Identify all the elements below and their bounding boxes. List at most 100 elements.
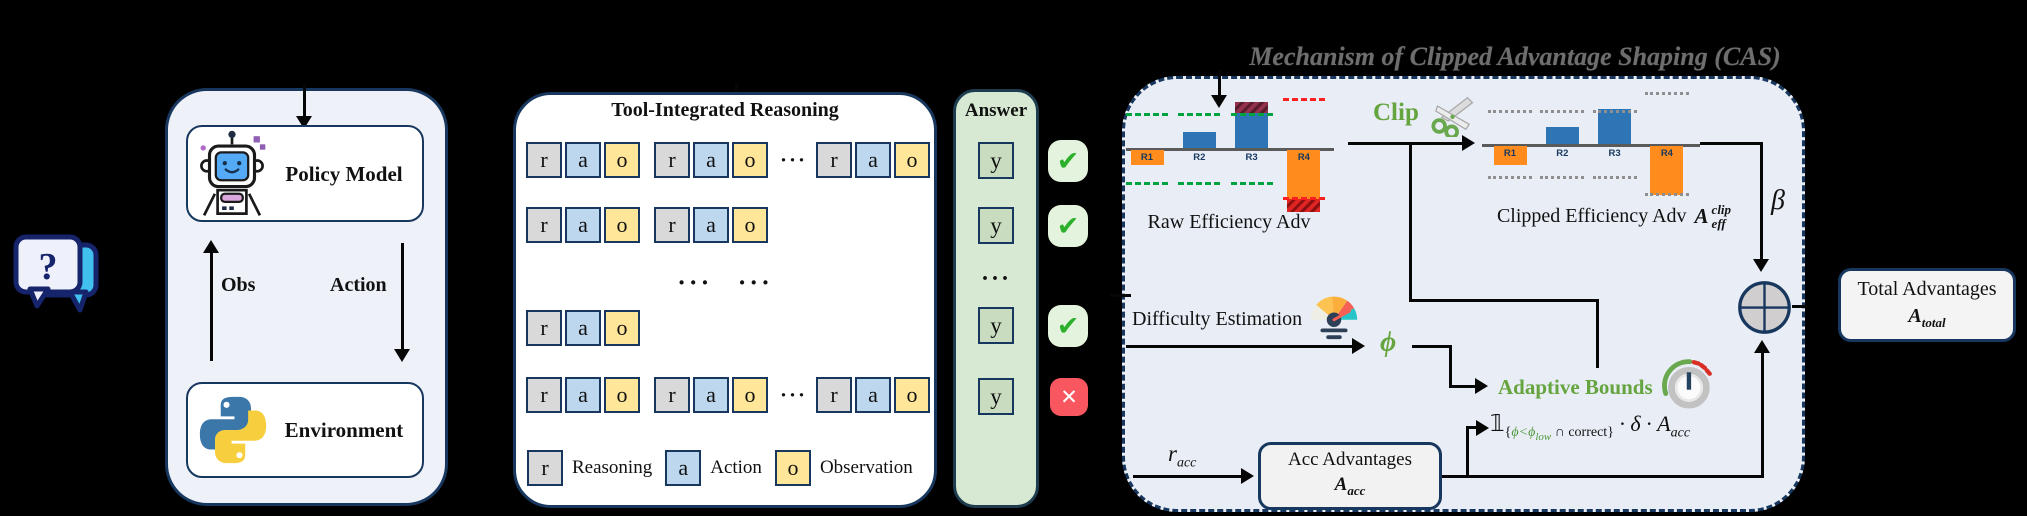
bound-segment xyxy=(1540,176,1585,179)
beta-label: β xyxy=(1771,185,1785,216)
beta-line-v xyxy=(1760,142,1763,262)
check-icon: ✔ xyxy=(1048,140,1088,182)
python-icon xyxy=(199,396,267,464)
tir-cell-o: o xyxy=(604,377,640,413)
legend-cell-a: a xyxy=(665,450,702,486)
legend-cell-r: r xyxy=(527,450,563,486)
formula-branch-h xyxy=(1466,426,1478,429)
bar-excess-R3 xyxy=(1235,102,1269,113)
action-arrow-line xyxy=(401,243,404,351)
aeff-sup: clip xyxy=(1711,202,1732,217)
cas-title: Mechanism of Clipped Advantage Shaping (… xyxy=(1249,42,1781,71)
total-symbol-base: A xyxy=(1908,305,1922,327)
tir-ellipsis: ··· xyxy=(779,382,807,407)
acc-advantages-title: Acc Advantages xyxy=(1288,449,1412,470)
robot-icon xyxy=(200,130,266,217)
bar-R2 xyxy=(1182,132,1216,148)
acc-symbol-sub: acc xyxy=(1347,482,1366,498)
acc-advantages-box xyxy=(1258,442,1442,510)
tir-cell-o: o xyxy=(732,377,768,413)
tir-cell-r: r xyxy=(654,142,690,178)
bar-category-label: R4 xyxy=(1660,148,1673,159)
tir-cell-r: r xyxy=(526,377,562,413)
tir-cell-o: o xyxy=(894,142,930,178)
action-arrowhead xyxy=(394,349,410,362)
formula-open-brace: { xyxy=(1504,425,1512,440)
bar-category-label: R2 xyxy=(1193,152,1206,163)
check-icon: ✔ xyxy=(1048,205,1088,247)
bar-R3 xyxy=(1235,113,1269,148)
answer-cell: y xyxy=(978,378,1014,415)
acc-advantages-symbol: Aacc xyxy=(1258,473,1442,500)
bound-segment xyxy=(1282,98,1325,101)
beta-arrowhead xyxy=(1753,259,1769,272)
bound-segment xyxy=(1126,113,1168,116)
bound-segment xyxy=(1592,176,1637,179)
check-icon: ✔ xyxy=(1048,305,1088,347)
adaptive-bounds-label: Adaptive Bounds xyxy=(1498,375,1653,399)
tir-cell-a: a xyxy=(565,142,601,178)
formula-phi-low-sub: low xyxy=(1535,430,1552,443)
bar-category-label: R3 xyxy=(1608,148,1621,159)
difficulty-arrowhead xyxy=(1352,338,1365,354)
bound-segment xyxy=(1644,193,1689,196)
phi-path-arrowhead xyxy=(1475,378,1488,394)
tir-cell-a: a xyxy=(693,142,729,178)
answer-cell: y xyxy=(978,207,1014,244)
bar-R3 xyxy=(1598,109,1632,144)
phi-path-h2 xyxy=(1449,385,1477,388)
aeff-sub: eff xyxy=(1711,215,1726,231)
r-acc-base: r xyxy=(1168,441,1177,466)
bar-category-label: R1 xyxy=(1140,152,1154,163)
tir-cell-o: o xyxy=(604,310,640,346)
tir-cell-o: o xyxy=(604,207,640,243)
raw-chart-label: Raw Efficiency Adv xyxy=(1147,211,1311,233)
tir-cell-o: o xyxy=(732,142,768,178)
tir-cell-r: r xyxy=(526,207,562,243)
aeff-symbol: A xyxy=(1694,204,1709,229)
clipped-chart-label: Clipped Efficiency Adv A clip eff xyxy=(1480,203,1748,230)
r-acc-sub: acc xyxy=(1176,455,1197,471)
formula-branch-arrowhead xyxy=(1476,420,1489,436)
legend-cell-o: o xyxy=(774,450,811,486)
tir-ellipsis: ··· xyxy=(779,147,807,172)
bound-segment xyxy=(1230,113,1273,116)
total-advantages-symbol: Atotal xyxy=(1838,303,2016,332)
tir-cell-a: a xyxy=(855,142,891,178)
bar-R1 xyxy=(1493,146,1527,165)
chart-axis xyxy=(1126,148,1334,151)
total-advantages-box xyxy=(1838,268,2016,342)
tir-group-gap xyxy=(643,225,654,226)
knob-icon xyxy=(1662,359,1712,409)
clip-branch-v2 xyxy=(1596,299,1599,368)
obs-arrow-line xyxy=(210,251,213,361)
clipped-chart-label-text: Clipped Efficiency Adv xyxy=(1496,205,1687,228)
clip-branch-h xyxy=(1409,299,1599,302)
beta-line-h xyxy=(1700,142,1763,145)
racc-arrow-line xyxy=(1133,475,1243,478)
tir-cell-a: a xyxy=(693,207,729,243)
clip-arrowhead xyxy=(1462,135,1475,151)
acc-advantages-text: Acc Advantages Aacc xyxy=(1258,448,1442,499)
tir-cell-a: a xyxy=(693,377,729,413)
tir-cell-r: r xyxy=(654,377,690,413)
bound-segment xyxy=(1488,110,1532,113)
formula-phi-condition: ϕ<ϕ xyxy=(1511,425,1536,440)
aeff-supsub: clip eff xyxy=(1712,203,1732,230)
bar-category-label: R3 xyxy=(1245,152,1258,163)
r-acc-label: racc xyxy=(1168,441,1196,472)
indicator-one: 𝟙 xyxy=(1490,411,1505,437)
total-advantages-title: Total Advantages xyxy=(1857,278,1997,300)
acc-symbol-base: A xyxy=(1334,473,1348,495)
acc-up-line xyxy=(1761,352,1764,478)
bound-segment xyxy=(1644,92,1689,95)
answer-cell: y xyxy=(978,307,1014,344)
cas-top-arrow-line xyxy=(1218,70,1221,98)
bar-category-label: R1 xyxy=(1503,148,1517,159)
difficulty-arrow-line xyxy=(1126,345,1354,348)
cas-left-stub xyxy=(1110,294,1131,297)
bound-segment xyxy=(1178,182,1221,185)
